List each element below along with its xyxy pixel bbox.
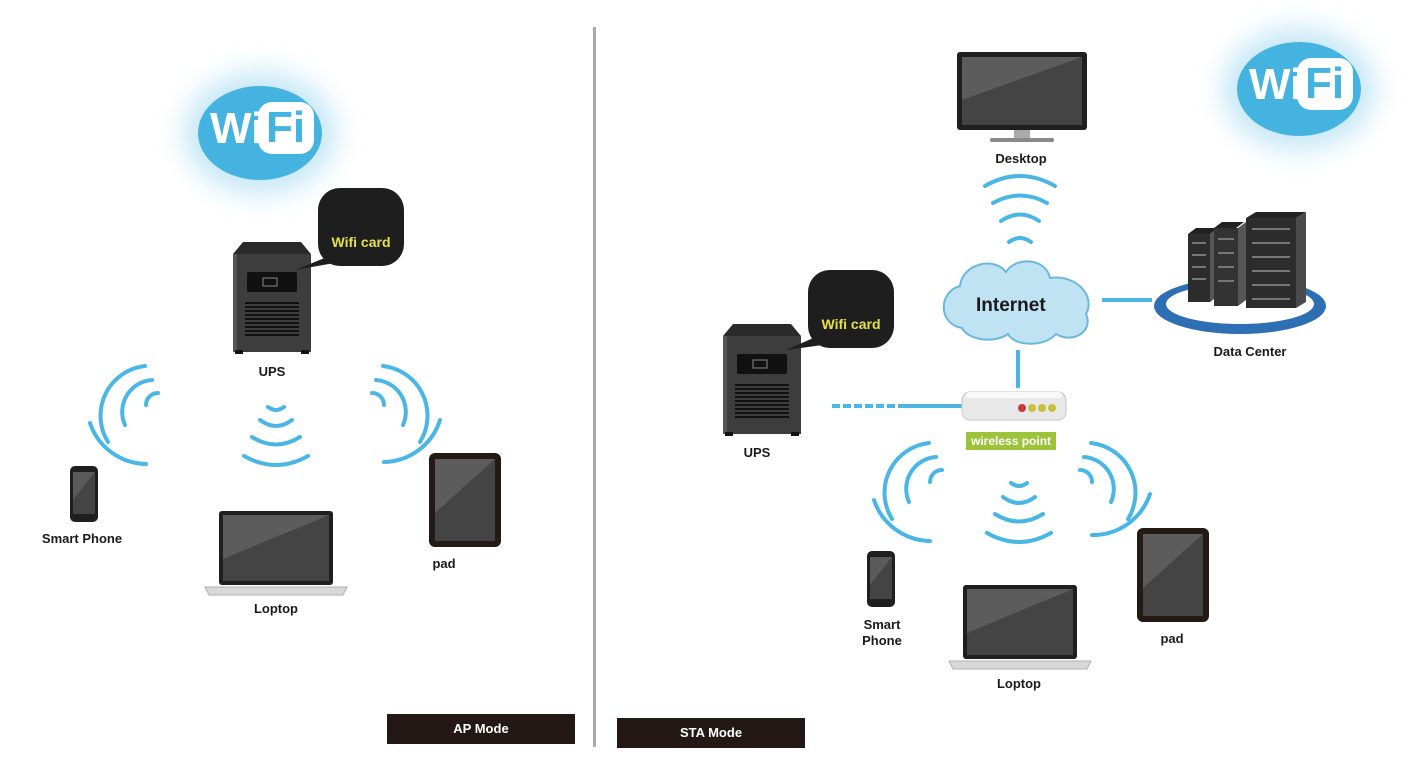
- datacenter-label: Data Center: [1213, 344, 1287, 359]
- sta-smartphone-device: [867, 551, 895, 607]
- ap-mode-panel: [70, 201, 501, 596]
- wifi-card-bubble: Wifi card: [318, 188, 404, 266]
- wifi-logo-wi: Wi: [210, 104, 264, 153]
- signal-waves-down-icon: [242, 405, 310, 467]
- sta-wifi-logo-wi: Wi: [1249, 60, 1303, 109]
- desktop-device: [957, 52, 1087, 142]
- wifi-logo-fi-box: Fi: [258, 102, 314, 154]
- ups-device: [232, 241, 312, 355]
- ap-mode-button[interactable]: AP Mode: [387, 714, 575, 744]
- sta-wifi-logo-fi-box: Fi: [1297, 58, 1353, 110]
- mode-divider: [593, 27, 596, 747]
- sta-signal-waves-right-icon: [1078, 441, 1152, 538]
- sta-smartphone-label-line1: Smart: [863, 617, 901, 632]
- internet-cloud-icon: [942, 260, 1090, 345]
- wifi-card-label: Wifi card: [331, 234, 391, 250]
- smartphone-label: Smart Phone: [41, 531, 123, 546]
- sta-wifi-logo-fi: Fi: [1305, 59, 1345, 108]
- pad-label: pad: [432, 556, 456, 571]
- desktop-signal-icon: [983, 174, 1057, 244]
- desktop-label: Desktop: [995, 151, 1047, 166]
- ups-label: UPS: [258, 364, 286, 379]
- sta-wifi-card-bubble: Wifi card: [808, 270, 894, 348]
- wifi-logo-fi: Fi: [266, 103, 306, 152]
- signal-waves-right-icon: [370, 364, 442, 464]
- sta-laptop-device: [948, 584, 1092, 670]
- signal-waves-left-icon: [88, 364, 160, 466]
- smartphone-device: [70, 466, 98, 522]
- sta-mode-button[interactable]: STA Mode: [617, 718, 805, 748]
- sta-signal-waves-down-icon: [985, 481, 1053, 544]
- sta-pad-device: [1137, 528, 1209, 622]
- sta-mode-panel: [722, 52, 1326, 670]
- pad-device: [429, 453, 501, 547]
- wireless-point-label: wireless point: [966, 432, 1057, 450]
- sta-ups-label: UPS: [743, 445, 771, 460]
- laptop-label: Loptop: [253, 601, 299, 616]
- sta-laptop-label: Loptop: [996, 676, 1042, 691]
- laptop-device: [204, 510, 348, 596]
- wireless-point-device: [961, 391, 1067, 421]
- sta-wifi-card-label: Wifi card: [821, 316, 881, 332]
- data-center-icon: [1154, 212, 1326, 334]
- ap-wifi-logo-icon: Wi Fi: [198, 86, 322, 180]
- sta-wifi-logo-icon: Wi Fi: [1237, 42, 1361, 136]
- sta-signal-waves-left-icon: [872, 441, 944, 543]
- sta-ups-device: [722, 323, 802, 437]
- sta-pad-label: pad: [1160, 631, 1184, 646]
- sta-smartphone-label-line2: Phone: [862, 633, 902, 648]
- internet-label: Internet: [976, 295, 1046, 316]
